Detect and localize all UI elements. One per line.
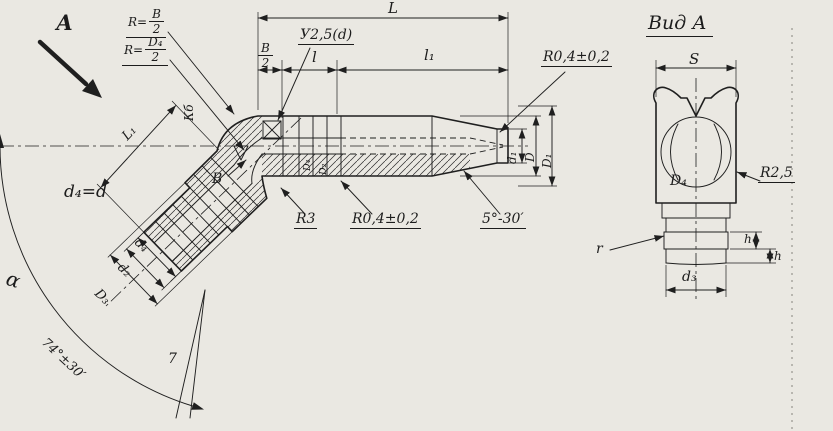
dim-bore: d₄=d <box>64 182 107 202</box>
taper-angle-callout: 5°-30′ <box>480 211 526 229</box>
dim-B: B <box>212 171 223 187</box>
fillet-callout-top: R0,4±0,2 <box>541 49 612 67</box>
view-direction-arrow <box>37 39 102 98</box>
radius-b-half-prefix: R= <box>128 14 148 29</box>
branch-thread-mark: Кб <box>182 104 196 121</box>
dim-overall-length: L <box>388 0 398 17</box>
view-a-dimensions <box>609 60 776 297</box>
dim-D4-view-a: D₄ <box>670 173 687 189</box>
view-a-outline <box>652 86 740 204</box>
dim-D2-section: D₂ <box>318 163 329 175</box>
fillet-callout-mid: R0,4±0,2 <box>350 211 421 229</box>
dim-r: r <box>596 241 603 257</box>
radius-d4-half-callout: R= D₄ 2 <box>122 36 168 66</box>
dim-D1: D₁ <box>540 153 554 168</box>
thread-relief-square <box>262 120 282 140</box>
thread-callout: У2,5(d) <box>298 27 355 45</box>
view-a-title: Вид А <box>646 14 713 37</box>
view-arrow-label: А <box>56 10 74 35</box>
radius-b-half-fraction: B 2 <box>149 8 164 35</box>
dim-d1: d₁ <box>505 151 519 165</box>
main-view-dimensions <box>96 12 566 307</box>
dim-h-upper: h <box>744 232 752 246</box>
fillet-callout-r3: R3 <box>294 211 318 229</box>
radius-d4-half-prefix: R= <box>124 42 144 57</box>
dim-D4-section: D₄ <box>302 159 313 171</box>
dim-D: D <box>523 152 537 162</box>
main-view-linework <box>0 39 528 419</box>
dim-d3: d₃ <box>682 269 697 285</box>
section-hatching <box>143 116 470 271</box>
radius-b-half-callout: R= B 2 <box>126 8 166 38</box>
fillet-callout-r25: R2,5 <box>758 165 795 183</box>
dim-b-half: B 2 <box>258 42 273 69</box>
dim-l1: l₁ <box>424 46 435 64</box>
centerlines <box>0 117 528 307</box>
dim-l: l <box>312 48 317 66</box>
dim-h-lower: h <box>774 249 782 263</box>
radius-d4-half-fraction: D₄ 2 <box>145 36 166 63</box>
surface-finish-grade: 7 <box>168 351 177 367</box>
bore-lines <box>153 137 504 262</box>
view-a-linework <box>652 78 740 302</box>
dim-S: S <box>689 50 700 68</box>
angle-arc <box>0 134 204 410</box>
surface-finish-triangle <box>175 289 206 419</box>
